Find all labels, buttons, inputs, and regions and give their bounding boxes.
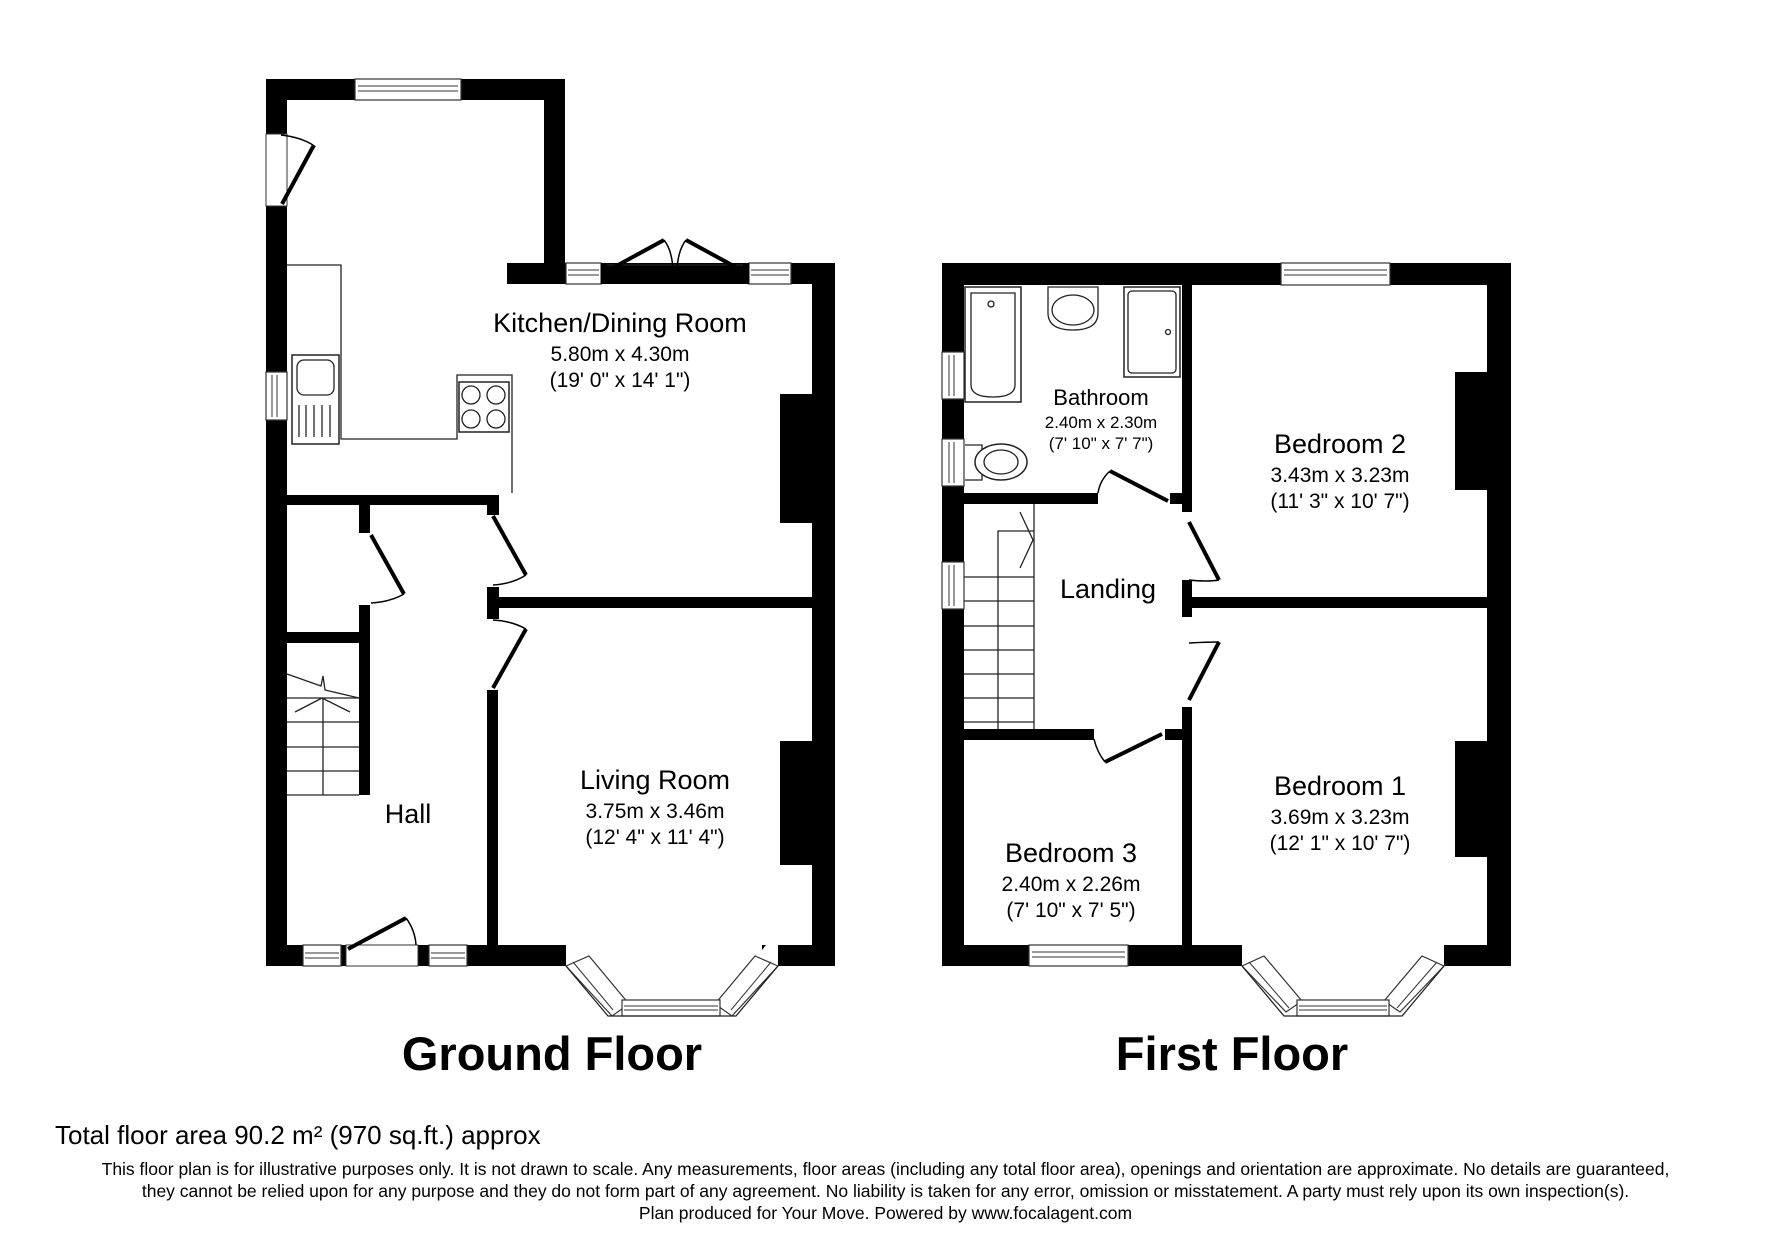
window-bathroom-1 <box>941 351 965 400</box>
total-floor-area: Total floor area 90.2 m² (970 sq.ft.) ap… <box>55 1120 541 1150</box>
door-hall-kitchen <box>491 515 528 586</box>
floor-title-ground: Ground Floor <box>402 1027 702 1080</box>
window-kitchen-extension-top <box>354 78 462 101</box>
window-kitchen-left <box>265 371 288 421</box>
disclaimer-line-2: they cannot be relied upon for any purpo… <box>141 1181 1630 1201</box>
toilet-icon <box>965 443 1028 481</box>
room-dims-imperial-bedroom2: (11' 3" x 10' 7") <box>1270 490 1409 513</box>
first-floor-plan: Bathroom 2.40m x 2.30m (7' 10" x 7' 7") … <box>941 262 1511 1080</box>
room-name-hall: Hall <box>385 799 432 829</box>
window-bedroom2-top <box>1280 262 1391 286</box>
room-dims-imperial-bedroom3: (7' 10" x 7' 5") <box>1006 899 1135 922</box>
french-doors-kitchen <box>607 238 743 272</box>
window-bathroom-2 <box>941 438 965 487</box>
door-bedroom2 <box>1187 521 1221 582</box>
sink-icon <box>291 354 340 445</box>
ground-floor-plan: Kitchen/Dining Room 5.80m x 4.30m (19' 0… <box>265 78 835 1080</box>
shower-icon <box>1123 286 1181 378</box>
hob-icon <box>458 381 510 433</box>
kitchen-counter <box>287 264 513 493</box>
room-dims-imperial-bathroom: (7' 10" x 7' 7") <box>1049 434 1154 453</box>
plan-credit: Plan produced for Your Move. Powered by … <box>638 1203 1133 1223</box>
front-door <box>345 916 419 967</box>
disclaimer-line-1: This floor plan is for illustrative purp… <box>101 1159 1670 1179</box>
window-hall-right <box>428 944 468 967</box>
bathtub-icon <box>964 286 1022 403</box>
door-cupboard <box>369 534 406 604</box>
room-name-landing: Landing <box>1060 574 1156 604</box>
room-dims-metric-bathroom: 2.40m x 2.30m <box>1045 413 1157 432</box>
room-name-bedroom2: Bedroom 2 <box>1274 429 1406 459</box>
room-dims-imperial-bedroom1: (12' 1" x 10' 7") <box>1270 832 1411 855</box>
room-name-bedroom3: Bedroom 3 <box>1005 838 1137 868</box>
stairs-first <box>964 504 1035 729</box>
room-name-kitchen: Kitchen/Dining Room <box>493 308 747 338</box>
room-name-living: Living Room <box>580 765 730 795</box>
window-kitchen-top-1 <box>565 262 602 285</box>
bay-window-living <box>564 945 780 1017</box>
bay-window-bedroom1 <box>1240 945 1446 1017</box>
room-dims-metric-bedroom2: 3.43m x 3.23m <box>1271 464 1410 487</box>
door-kitchen-side <box>265 133 316 207</box>
floor-title-first: First Floor <box>1116 1027 1348 1080</box>
door-bedroom3 <box>1093 732 1163 764</box>
room-dims-imperial-kitchen: (19' 0" x 14' 1") <box>550 369 691 392</box>
door-bedroom1 <box>1187 641 1221 701</box>
stairs-ground <box>286 673 360 796</box>
door-bathroom <box>1097 469 1169 503</box>
window-bedroom3-bottom <box>1028 944 1129 967</box>
basin-icon <box>1047 286 1099 331</box>
room-name-bathroom: Bathroom <box>1053 385 1148 410</box>
door-hall-living <box>491 619 528 689</box>
room-dims-imperial-living: (12' 4" x 11' 4") <box>585 826 724 849</box>
window-landing <box>941 561 965 610</box>
window-kitchen-top-2 <box>748 262 792 285</box>
disclaimer: This floor plan is for illustrative purp… <box>30 1158 1741 1224</box>
room-dims-metric-bedroom1: 3.69m x 3.23m <box>1271 806 1410 829</box>
window-hall-left <box>302 944 342 967</box>
room-dims-metric-kitchen: 5.80m x 4.30m <box>551 343 690 366</box>
room-name-bedroom1: Bedroom 1 <box>1274 771 1406 801</box>
room-dims-metric-bedroom3: 2.40m x 2.26m <box>1002 873 1141 896</box>
room-dims-metric-living: 3.75m x 3.46m <box>586 800 725 823</box>
